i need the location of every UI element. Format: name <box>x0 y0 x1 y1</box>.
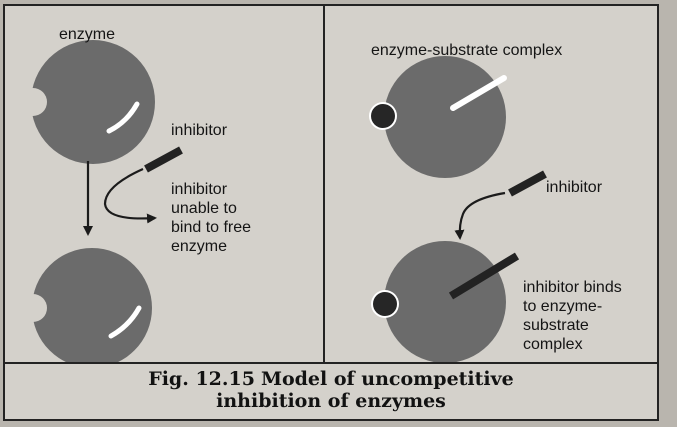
inhibitor-label-left: inhibitor <box>171 121 227 140</box>
binding-arrow <box>460 193 505 238</box>
inhibitor-label-right: inhibitor <box>546 178 602 197</box>
enzyme-substrate-inhibitor-complex <box>371 241 517 362</box>
figure-box: enzyme inhibitor inhibitor unable to bin… <box>3 4 659 421</box>
caption-line-1: Model of uncompetitive <box>261 368 514 390</box>
substrate-bottom <box>373 292 397 316</box>
substrate-top <box>371 104 395 128</box>
caption-divider <box>5 362 657 364</box>
free-enzyme-top <box>19 40 155 164</box>
figure-caption: Fig. 12.15 Model of uncompetitive inhibit… <box>5 368 657 412</box>
deflect-arrow <box>105 169 155 218</box>
inhibitor-right <box>510 174 545 193</box>
figure-number: Fig. 12.15 <box>148 368 255 390</box>
caption-line-2: inhibition of enzymes <box>5 390 657 412</box>
binds-complex-note: inhibitor binds to enzyme- substrate com… <box>523 278 622 354</box>
enzyme-label: enzyme <box>59 25 115 44</box>
inhibitor-left <box>146 150 181 169</box>
enzyme-substrate-complex-top <box>369 56 506 178</box>
complex-label: enzyme-substrate complex <box>371 41 562 60</box>
free-enzyme-bottom <box>19 248 152 362</box>
unable-to-bind-note: inhibitor unable to bind to free enzyme <box>171 180 251 256</box>
